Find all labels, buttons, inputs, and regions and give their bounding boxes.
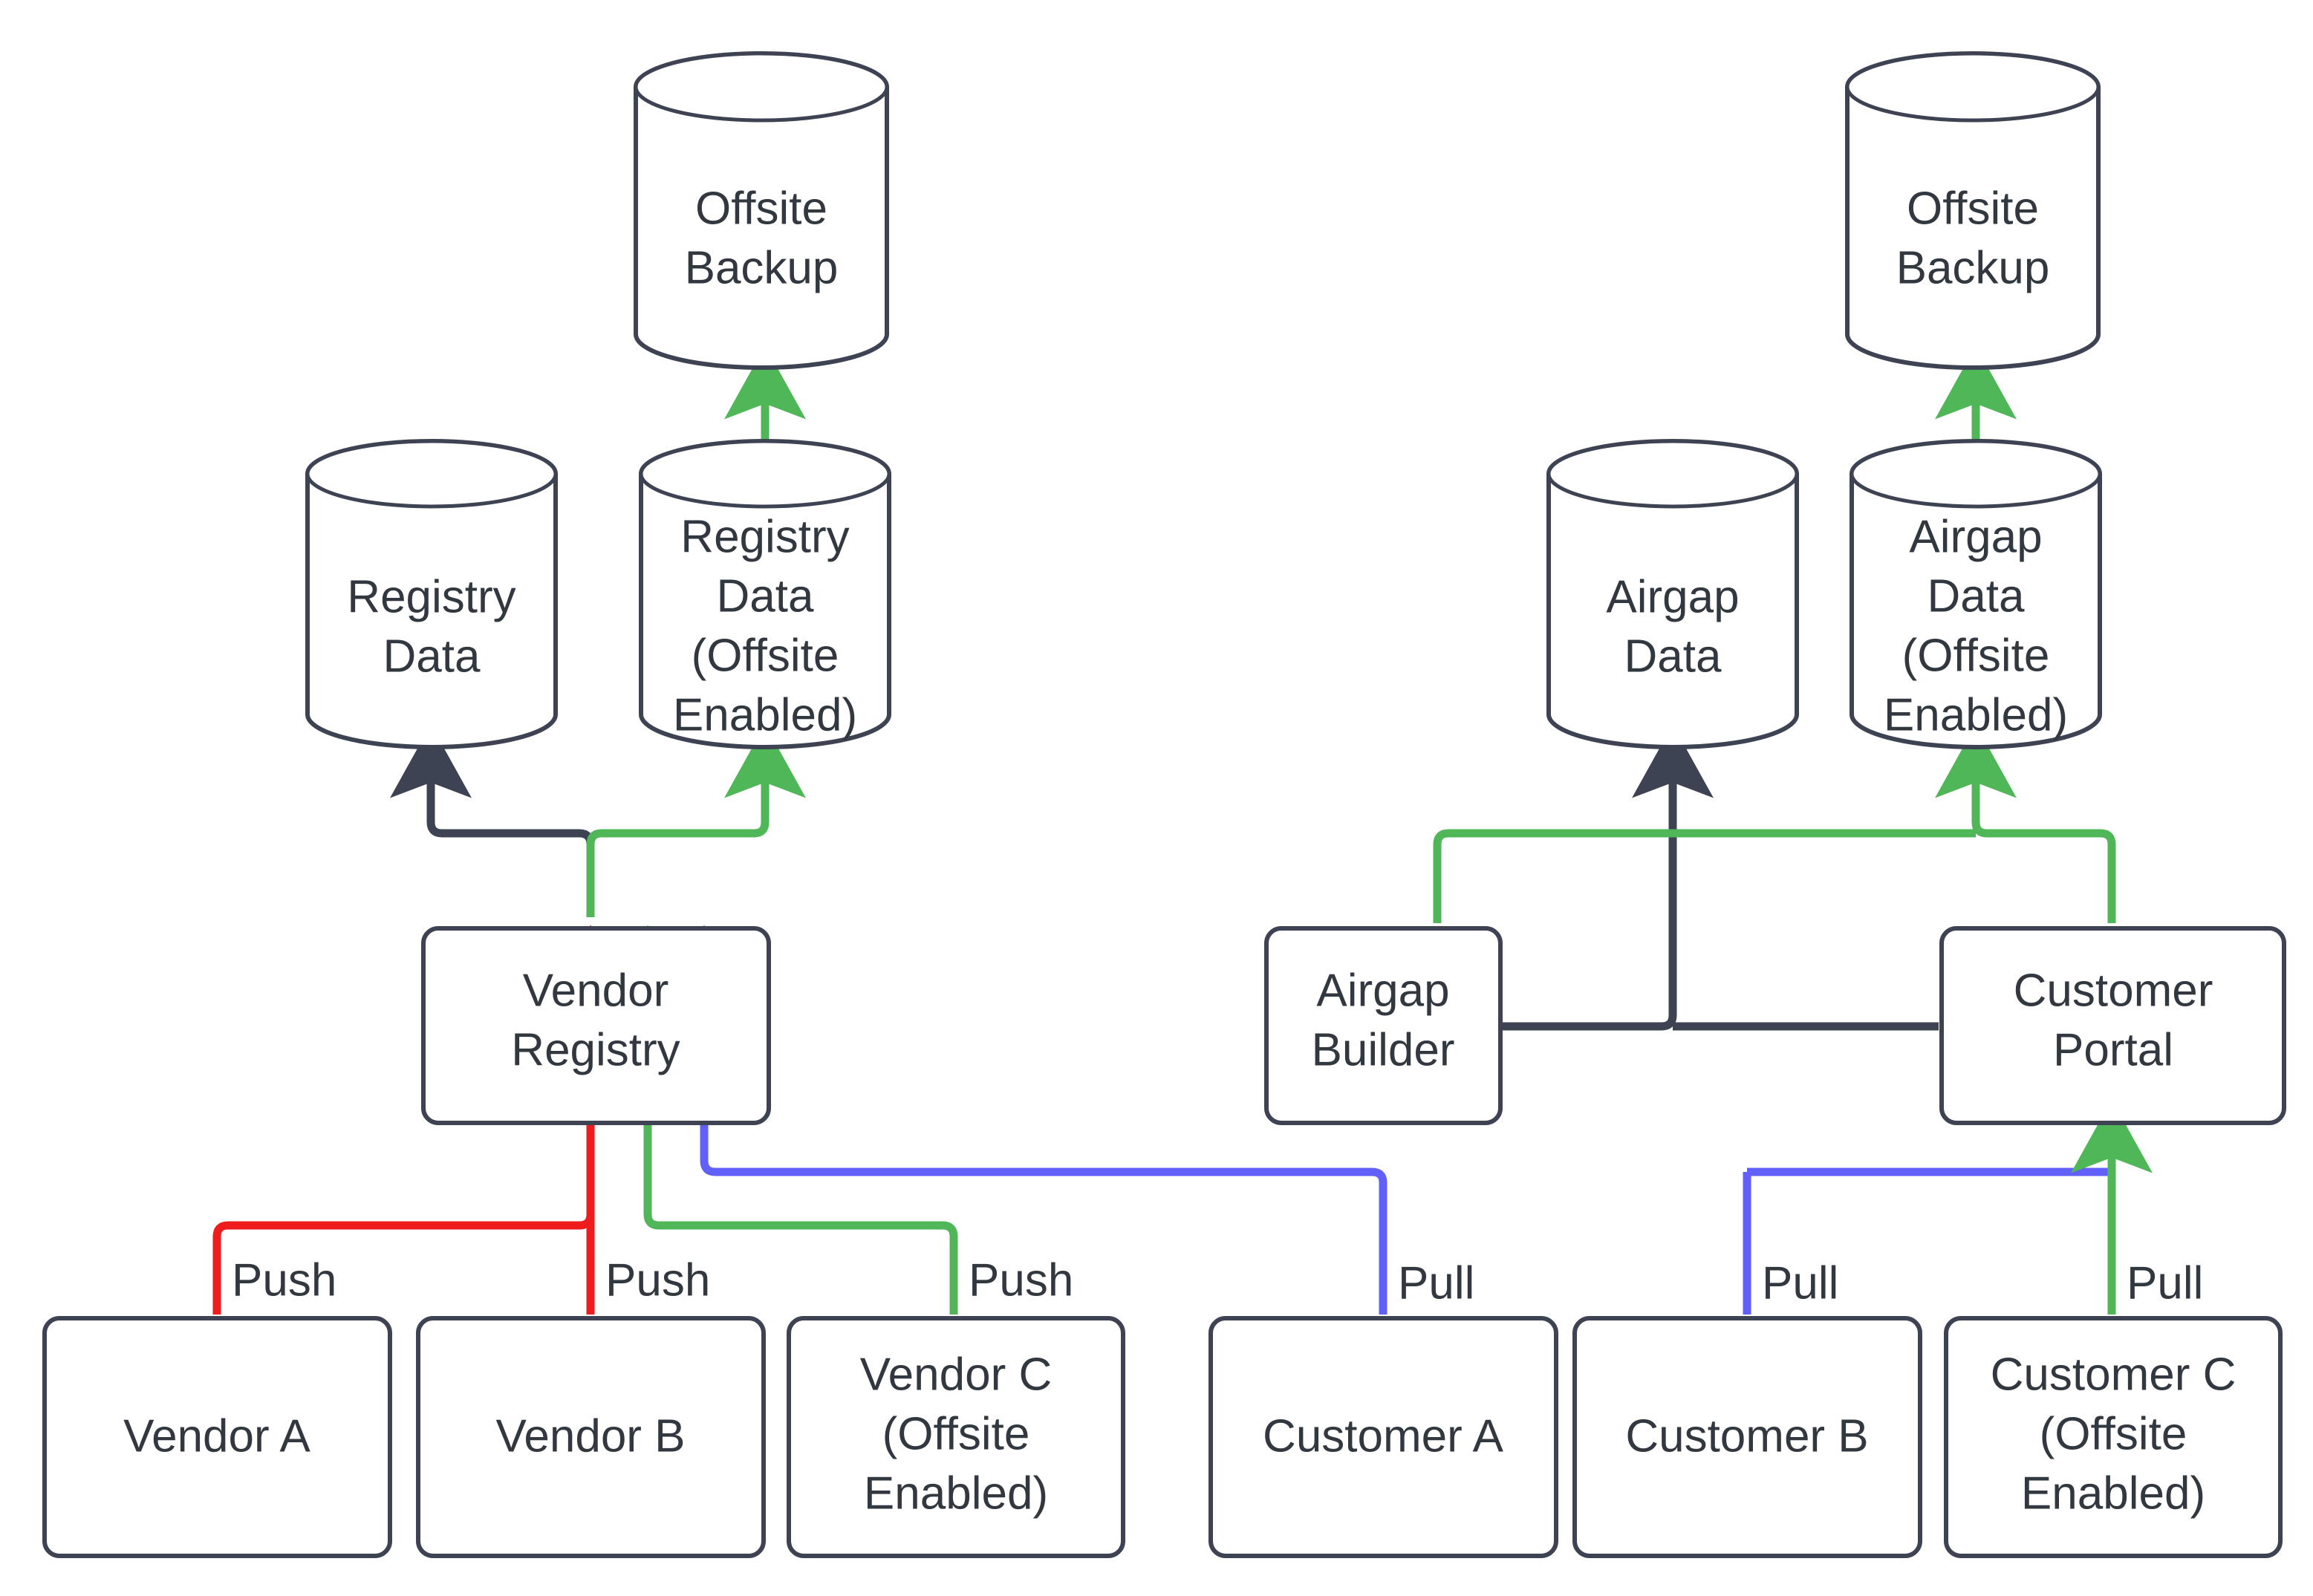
airgap-data-label-1: Airgap	[1606, 571, 1739, 622]
registry-data-offsite-label-2: Data	[717, 570, 814, 622]
edge-vendor-c-to-vendor-registry	[607, 925, 958, 1315]
offsite-backup-right-label-1: Offsite	[1907, 183, 2039, 234]
customer-b-label: Customer B	[1625, 1410, 1868, 1462]
customer-a-label: Customer A	[1263, 1410, 1504, 1462]
node-registry-data-offsite[interactable]: Registry Data (Offsite Enabled)	[639, 439, 891, 749]
offsite-backup-right-label-2: Backup	[1896, 242, 2050, 293]
vendor-registry-label-1: Vendor	[523, 965, 669, 1016]
edge-label-vendor-a-push: Push	[232, 1254, 336, 1306]
registry-data-offsite-label-3: (Offsite	[692, 630, 839, 681]
edge-label-customer-c-pull: Pull	[2127, 1257, 2203, 1309]
edge-label-customer-b-pull: Pull	[1762, 1257, 1838, 1309]
node-vendor-registry[interactable]: Vendor Registry	[421, 926, 771, 1125]
registry-data-offsite-label-4: Enabled)	[673, 689, 857, 740]
offsite-backup-left-label-1: Offsite	[695, 183, 827, 234]
vendor-registry-label-2: Registry	[511, 1024, 680, 1075]
airgap-data-label-2: Data	[1624, 631, 1722, 682]
airgap-data-offsite-label-3: (Offsite	[1902, 630, 2050, 681]
airgap-data-offsite-label-2: Data	[1928, 570, 2025, 622]
registry-data-label-1: Registry	[347, 571, 515, 622]
edge-airgap-builder-to-airgap-data	[1498, 724, 1714, 1031]
customer-c-label-1: Customer C	[1991, 1349, 2236, 1400]
edge-label-vendor-b-push: Push	[605, 1254, 710, 1306]
registry-data-label-2: Data	[383, 631, 481, 682]
edge-customer-a-to-vendor-registry	[663, 925, 1388, 1315]
airgap-builder-label-2: Builder	[1312, 1024, 1455, 1075]
edge-vendor-registry-to-registry-data	[390, 724, 595, 917]
offsite-backup-left-label-2: Backup	[685, 242, 839, 293]
airgap-builder-label-1: Airgap	[1316, 965, 1449, 1016]
node-customer-c[interactable]: Customer C (Offsite Enabled)	[1944, 1316, 2283, 1558]
node-offsite-backup-left[interactable]: Offsite Backup	[634, 51, 889, 370]
vendor-b-label: Vendor B	[495, 1410, 685, 1462]
node-customer-a[interactable]: Customer A	[1208, 1316, 1558, 1558]
node-vendor-b[interactable]: Vendor B	[416, 1316, 766, 1558]
registry-data-offsite-label-1: Registry	[680, 511, 849, 562]
customer-portal-label-1: Customer	[2014, 965, 2213, 1016]
node-vendor-a[interactable]: Vendor A	[42, 1316, 392, 1558]
edge-customer-portal-to-airgap-data-offsite	[1935, 724, 2116, 923]
node-registry-data[interactable]: Registry Data	[305, 439, 558, 749]
vendor-c-label-3: Enabled)	[864, 1468, 1048, 1519]
customer-portal-label-2: Portal	[2053, 1024, 2173, 1075]
node-customer-b[interactable]: Customer B	[1572, 1316, 1922, 1558]
node-customer-portal[interactable]: Customer Portal	[1939, 926, 2286, 1125]
airgap-data-offsite-label-4: Enabled)	[1884, 689, 2068, 740]
customer-c-label-3: Enabled)	[2021, 1468, 2205, 1519]
node-vendor-c[interactable]: Vendor C (Offsite Enabled)	[787, 1316, 1125, 1558]
node-airgap-data-offsite[interactable]: Airgap Data (Offsite Enabled)	[1850, 439, 2102, 749]
node-offsite-backup-right[interactable]: Offsite Backup	[1845, 51, 2101, 370]
edge-airgap-builder-to-airgap-data-offsite	[1433, 829, 1976, 923]
vendor-c-label-2: (Offsite	[882, 1408, 1030, 1459]
vendor-c-label-1: Vendor C	[860, 1349, 1053, 1400]
edge-label-customer-a-pull: Pull	[1398, 1257, 1474, 1309]
airgap-data-offsite-label-1: Airgap	[1909, 511, 2042, 562]
edge-vendor-registry-to-registry-data-offsite	[586, 724, 806, 917]
customer-c-label-2: (Offsite	[2040, 1408, 2187, 1459]
node-airgap-builder[interactable]: Airgap Builder	[1264, 926, 1503, 1125]
edge-label-vendor-c-push: Push	[969, 1254, 1073, 1306]
vendor-a-label: Vendor A	[123, 1410, 310, 1462]
node-airgap-data[interactable]: Airgap Data	[1546, 439, 1799, 749]
